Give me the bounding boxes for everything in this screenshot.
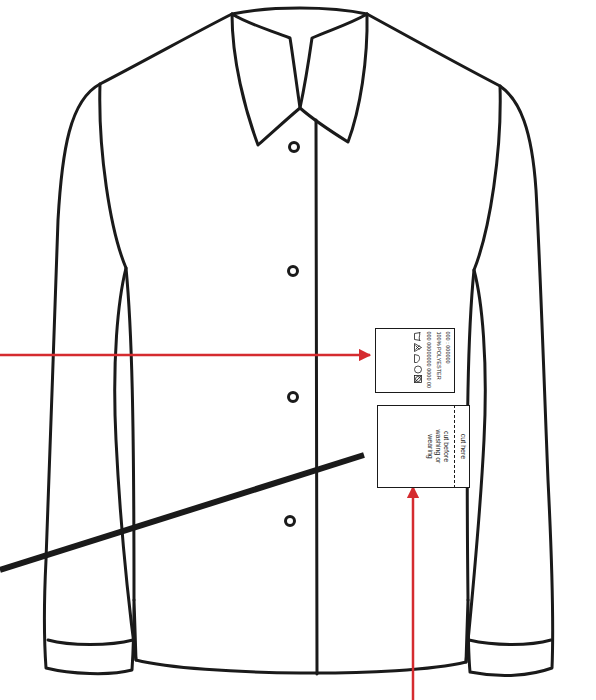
care-label: 000 : 000000100% POLYESTER000 00000000 0… [375,328,455,393]
cut-tab-label: cut herecut before washing or wearing [377,405,470,488]
care-symbols [414,332,423,384]
label-text-area: 000 : 000000100% POLYESTER000 00000000 0… [375,328,455,393]
cut-line-text: cut here [454,405,470,488]
label-line: 000 00000000 0000 00 [426,332,432,389]
label-text-area: cut herecut before washing or wearing [377,405,470,488]
instruction-text: cut before washing or wearing [424,405,454,488]
label-line: 000 : 000000 [444,332,450,389]
label-line: 100% POLYESTER [435,332,441,389]
